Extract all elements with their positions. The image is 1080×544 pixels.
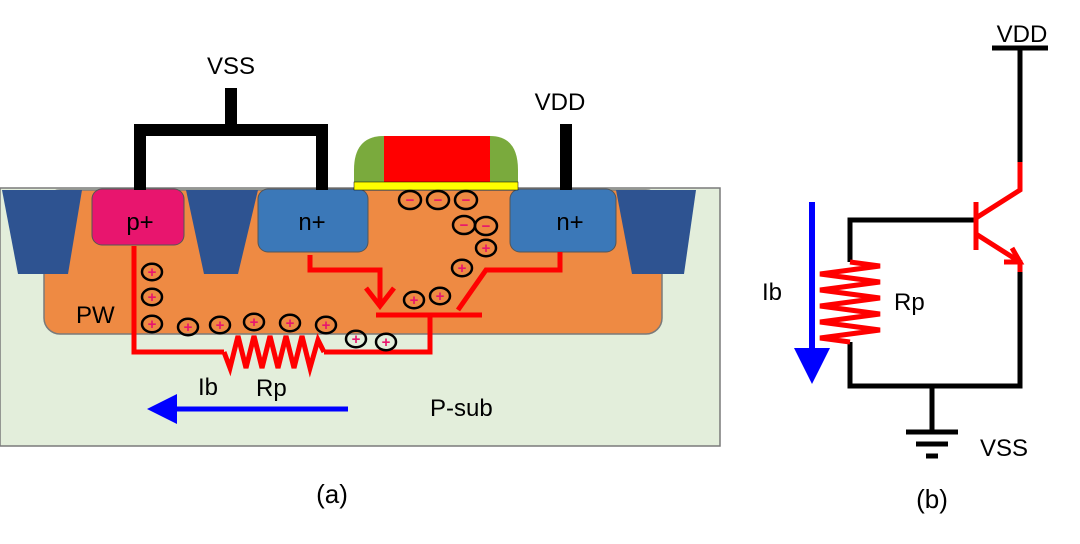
svg-text:+: + (148, 289, 157, 306)
ib-label-b: Ib (762, 279, 782, 306)
sti-middle (186, 190, 258, 274)
circuit-wires-b (847, 45, 1048, 459)
p-plus-label: p+ (126, 209, 153, 236)
svg-text:+: + (286, 315, 295, 332)
hole-carrier: + (208, 315, 232, 335)
svg-text:−: − (482, 218, 491, 235)
hole-carrier: + (140, 314, 164, 334)
hole-carrier: + (428, 286, 452, 306)
n-plus-right-label: n+ (556, 209, 583, 236)
electron-carrier: − (473, 215, 499, 237)
hole-carrier: + (374, 332, 398, 352)
svg-text:+: + (382, 334, 391, 351)
hole-carrier: + (140, 262, 164, 282)
parasitic-circuit-a (131, 246, 563, 378)
hole-carrier: + (140, 287, 164, 307)
rp-resistor-b (819, 259, 881, 345)
hole-carrier: + (278, 313, 302, 333)
svg-text:+: + (436, 288, 445, 305)
svg-text:−: − (406, 192, 415, 209)
svg-text:+: + (216, 317, 225, 334)
hole-carrier: + (344, 329, 368, 349)
psub-label: P-sub (430, 395, 493, 422)
hole-carrier: + (450, 258, 474, 278)
svg-text:+: + (482, 240, 491, 257)
electron-carrier: − (397, 189, 423, 211)
ib-label-a: Ib (198, 374, 218, 401)
svg-text:+: + (322, 317, 331, 334)
svg-text:−: − (434, 192, 443, 209)
svg-text:+: + (250, 314, 259, 331)
hole-carrier: + (242, 312, 266, 332)
svg-text:+: + (148, 264, 157, 281)
pw-label: PW (76, 302, 115, 329)
svg-text:+: + (410, 292, 419, 309)
caption-a: (a) (316, 479, 348, 509)
carrier-layer: −−−−−++++++++++++++ (140, 189, 499, 352)
svg-text:+: + (148, 316, 157, 333)
hole-carrier: + (402, 290, 426, 310)
electron-carrier: − (453, 189, 479, 211)
sti-left (2, 190, 82, 274)
hole-carrier: + (176, 317, 200, 337)
hole-carrier: + (314, 315, 338, 335)
svg-text:+: + (458, 260, 467, 277)
caption-b: (b) (916, 484, 948, 514)
svg-text:−: − (460, 217, 469, 234)
gate-poly (384, 136, 490, 186)
gate-oxide (353, 181, 519, 191)
hole-carrier: + (474, 238, 498, 258)
sti-right (616, 190, 696, 274)
vdd-label-b: VDD (997, 21, 1048, 48)
npn-transistor-b (973, 162, 1025, 272)
vdd-label-a: VDD (535, 89, 586, 116)
panel-a: −−−−−++++++++++++++ VSS VDD p+ n+ n+ PW … (0, 53, 721, 509)
vss-label-b: VSS (980, 435, 1028, 462)
svg-text:+: + (184, 319, 193, 336)
rp-label-b: Rp (894, 289, 925, 316)
svg-text:+: + (352, 331, 361, 348)
svg-text:−: − (462, 192, 471, 209)
vss-label-a: VSS (207, 53, 255, 80)
electron-carrier: − (425, 189, 451, 211)
vss-interconnect (134, 88, 328, 190)
n-plus-left-region (257, 188, 369, 253)
rp-label-a: Rp (256, 375, 287, 402)
n-plus-left-label: n+ (298, 209, 325, 236)
panel-b: VDD VSS Ib Rp (b) (762, 21, 1048, 514)
